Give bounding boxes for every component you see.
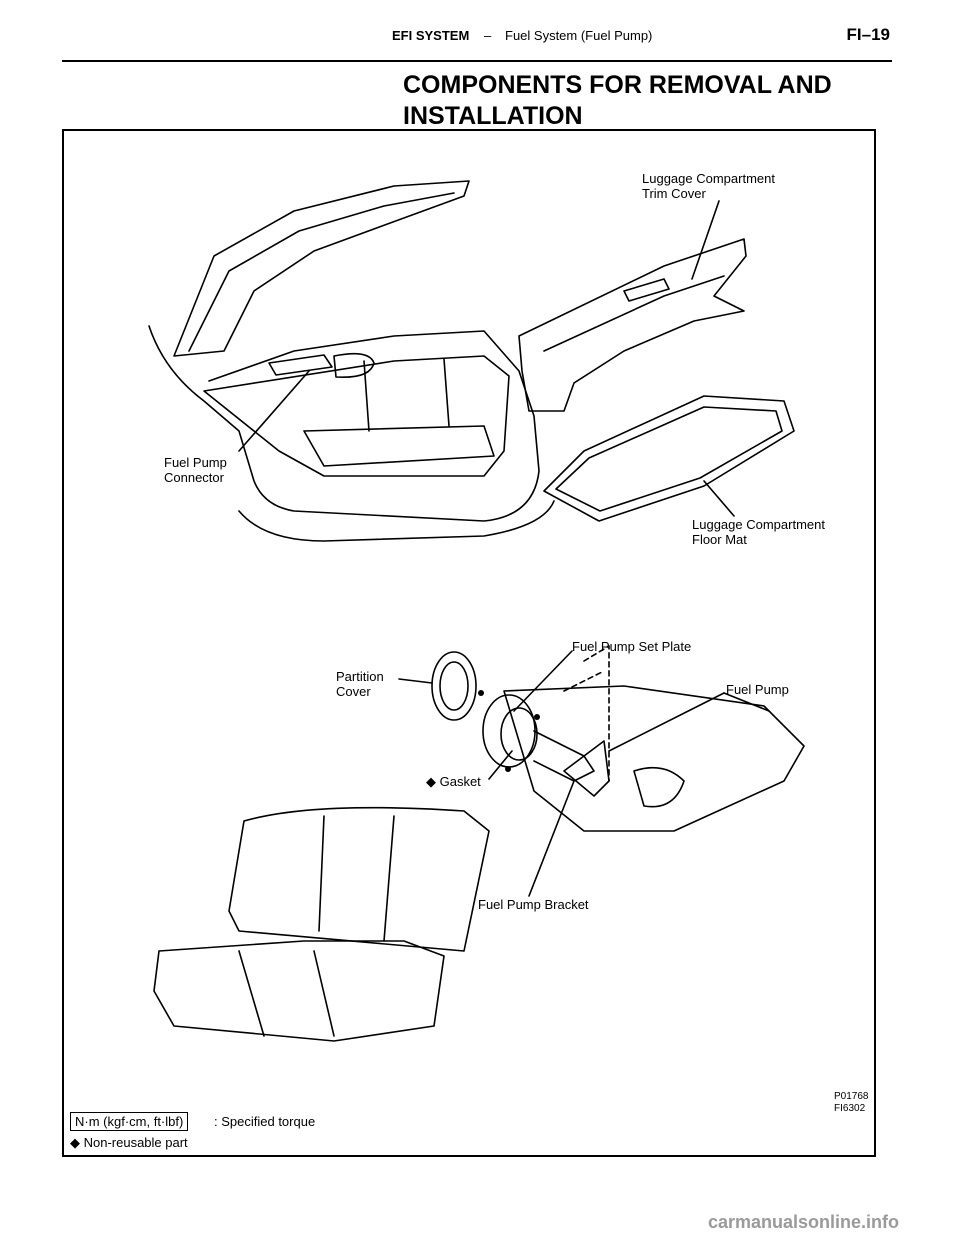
watermark: carmanualsonline.info [708,1212,900,1232]
cushion-divider [238,950,335,1037]
leader-fuel-pump-2 [723,692,770,712]
figure-ref-codes: P01768 FI6302 [834,1091,869,1114]
header-system: EFI SYSTEM [392,28,470,43]
leader-trim-cover [691,200,720,280]
tank-opening [633,766,685,808]
leader-connector [238,370,310,452]
floor-mat-part [543,395,795,522]
trim-cover-slot [623,278,670,302]
trunk-side-panel [363,358,450,432]
legend-nonreusable: ◆ Non-reusable part [70,1135,188,1150]
trim-cover-edge [543,275,725,352]
header-rule [62,60,892,62]
diagram-drawing [148,180,805,1042]
bumper [238,500,555,542]
label-partition-cover: Partition Cover [336,669,384,699]
label-fuel-pump-set-plate: Fuel Pump Set Plate [572,639,692,654]
leader-fuel-pump [608,692,725,752]
floor-mat-inner [555,406,783,512]
nut-part [505,766,511,772]
page-number: FI–19 [846,25,890,44]
leader-gasket [488,750,513,780]
trunk-lid-inner [188,192,455,352]
nut-part [534,714,540,720]
car-rear-body [148,325,540,522]
legend-torque-box: N·m (kgf·cm, ft·lbf) [70,1112,189,1131]
tank-body [503,685,805,832]
dashed-guides [563,645,610,782]
label-gasket: ◆ Gasket [426,774,481,789]
leader-partition [398,678,433,684]
diagram-figure: Luggage Compartment Trim Cover Fuel Pump… [62,129,876,1157]
label-fuel-pump: Fuel Pump [726,682,789,697]
label-floor-mat: Luggage Compartment Floor Mat [692,517,825,547]
connector-cylinder [333,352,375,379]
partition-cover-part [431,651,477,721]
trunk-floor [303,425,495,467]
screw-part [478,690,484,696]
label-fuel-pump-bracket: Fuel Pump Bracket [478,897,589,912]
leader-bracket [528,780,575,897]
label-trim-cover: Luggage Compartment Trim Cover [642,171,775,201]
page-title: COMPONENTS FOR REMOVAL AND INSTALLATION [403,71,832,130]
trunk-lid [173,180,470,357]
header-topic: Fuel System (Fuel Pump) [505,28,653,43]
seatback-divider [318,815,395,942]
trunk-opening [203,355,510,477]
header-dash: – [484,28,492,43]
leader-set-plate [513,650,573,712]
leader-floor-mat [703,480,735,517]
fuel-pump-body [533,730,595,782]
partition-cover-inner [439,661,469,711]
rear-seat-cushion [153,940,445,1042]
fuel-pump-connector-part [268,354,333,376]
gasket-part [500,707,538,761]
rear-seatback [228,806,490,952]
label-fuel-pump-connector: Fuel Pump Connector [164,455,227,485]
trim-cover-part [518,238,747,412]
legend-torque-text: : Specified torque [214,1114,316,1129]
